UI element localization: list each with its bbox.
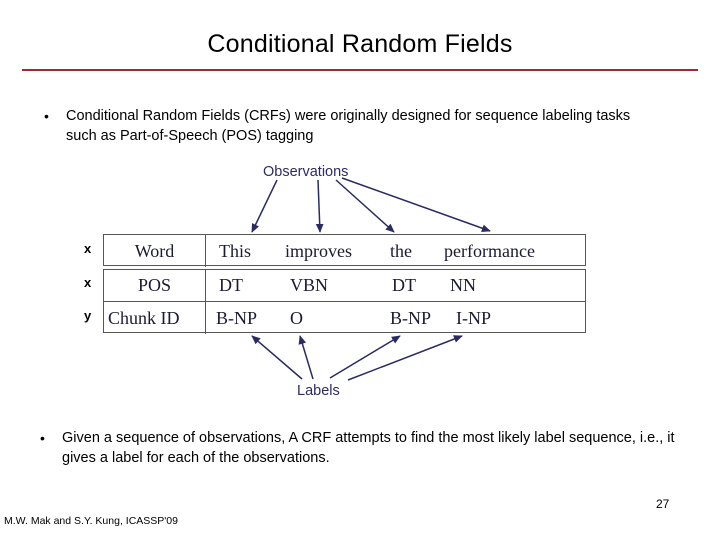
labels-annotation: Labels	[297, 383, 340, 399]
arrow-observation-4	[341, 177, 491, 232]
arrow-label-1	[251, 335, 303, 380]
bullet-item-1: • Conditional Random Fields (CRFs) were …	[44, 106, 664, 146]
arrow-label-4	[347, 335, 463, 381]
cell-chunk-4: I-NP	[456, 307, 491, 328]
arrow-label-2	[298, 335, 314, 380]
bullet-marker: •	[40, 430, 45, 446]
cell-word-1: This	[219, 240, 252, 261]
cell-pos-1: DT	[219, 275, 243, 295]
page-title: Conditional Random Fields	[207, 30, 513, 58]
cell-chunk-2: O	[290, 307, 303, 328]
page-number: 27	[656, 497, 670, 511]
row-variable-label-1: x	[84, 241, 92, 256]
table-row-pos: POS DT VBN DT NN	[104, 270, 585, 302]
row-variable-label-2: x	[84, 275, 92, 290]
observations-annotation: Observations	[263, 164, 349, 180]
row-variable-label-3: y	[84, 308, 92, 323]
cell-pos-2: VBN	[290, 275, 329, 295]
sequence-table-labels: POS DT VBN DT NN Chunk ID B-NP O B-NP I-…	[103, 269, 586, 334]
footer-credit: M.W. Mak and S.Y. Kung, ICASSP'09	[4, 515, 178, 527]
bullet-text: Given a sequence of observations, A CRF …	[62, 430, 675, 466]
bullet-item-2: • Given a sequence of observations, A CR…	[40, 428, 688, 468]
cell-pos-3: DT	[392, 275, 416, 295]
cell-chunk-3: B-NP	[390, 307, 432, 328]
cell-word-4: performance	[444, 240, 535, 261]
row-header-chunk: Chunk ID	[104, 302, 206, 334]
table-row-word: Word This improves the performance	[104, 235, 585, 267]
arrow-observation-3	[335, 179, 395, 233]
arrow-observation-1	[251, 179, 278, 233]
cell-pos-4: NN	[450, 275, 476, 295]
row-header-word: Word	[104, 235, 206, 267]
arrow-label-3	[329, 335, 401, 379]
bullet-text: Conditional Random Fields (CRFs) were or…	[66, 108, 631, 144]
cell-word-3: the	[390, 240, 412, 261]
table-row-chunk: Chunk ID B-NP O B-NP I-NP	[104, 302, 585, 334]
arrow-observation-2	[315, 179, 324, 233]
cell-chunk-1: B-NP	[216, 307, 258, 328]
bullet-marker: •	[44, 108, 49, 124]
title-divider	[22, 69, 698, 71]
sequence-table-observation: Word This improves the performance	[103, 234, 586, 267]
row-header-pos: POS	[104, 270, 206, 301]
cell-word-2: improves	[285, 240, 352, 261]
